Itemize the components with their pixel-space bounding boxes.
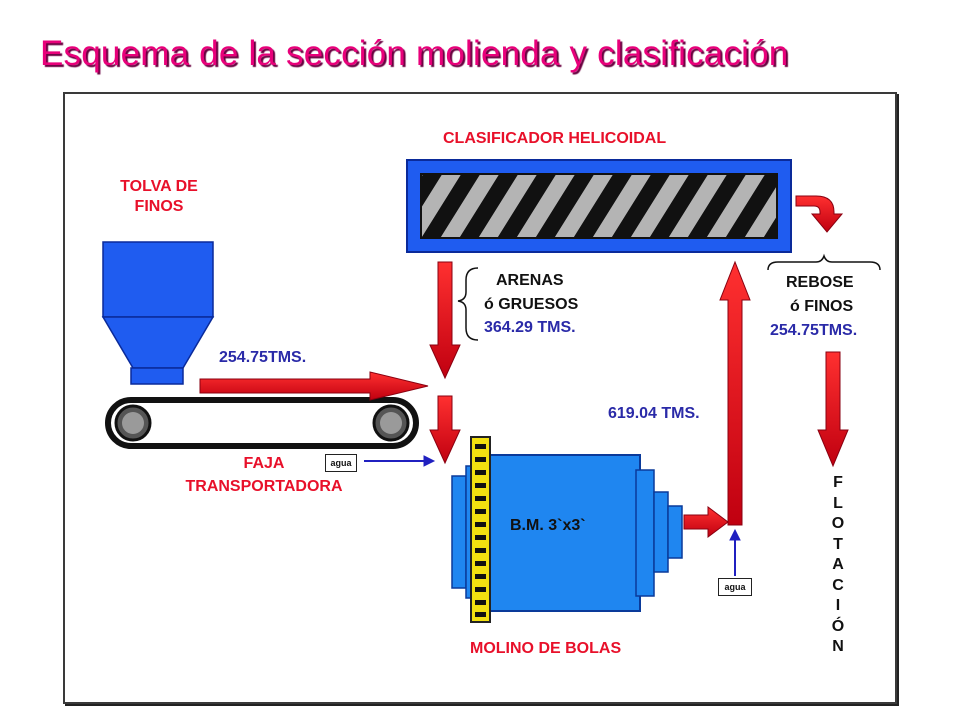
- overflow-arrow-down: [817, 351, 849, 468]
- mill-discharge-arrow: [683, 506, 729, 538]
- flotation-letter: A: [832, 556, 844, 573]
- helical-classifier: [406, 159, 792, 253]
- mill-name-label: B.M. 3`x3`: [510, 517, 586, 534]
- ball-mill: [451, 436, 683, 623]
- hopper: [101, 241, 215, 385]
- sands-flow-label: 364.29 TMS.: [484, 319, 576, 336]
- flotation-letter: L: [833, 494, 843, 512]
- overflow-curved-arrow: [795, 195, 844, 233]
- overflow-brace: [767, 253, 881, 271]
- flow-arrows: [199, 195, 849, 538]
- flotation-letter: F: [833, 474, 843, 491]
- flotation-letter: I: [835, 597, 841, 614]
- diagram-frame: [63, 92, 897, 704]
- sands-arrow-lower: [429, 395, 461, 465]
- flotation-label: F L O T A C I Ó N: [826, 473, 850, 658]
- conveyor-label-line2: TRANSPORTADORA: [185, 478, 343, 495]
- flotation-letter: Ó: [831, 617, 845, 635]
- sands-label-line2: ó GRUESOS: [484, 296, 579, 313]
- hopper-label: TOLVA DE FINOS: [104, 177, 214, 217]
- conveyor-belt: [105, 397, 419, 449]
- flotation-letter: O: [831, 515, 845, 532]
- ball-mill-label: MOLINO DE BOLAS: [470, 640, 622, 657]
- return-arrow-up: [719, 260, 751, 526]
- page-title: Esquema de la sección molienda y clasifi…: [40, 34, 789, 73]
- flotation-letter: N: [832, 638, 844, 655]
- hopper-label-line2: FINOS: [134, 198, 184, 215]
- flotation-letter: T: [833, 535, 843, 553]
- conveyor-label-line1: FAJA: [243, 455, 285, 472]
- feed-arrow: [199, 371, 429, 401]
- sands-label-line1: ARENAS: [496, 272, 564, 289]
- classifier-label: CLASIFICADOR HELICOIDAL: [443, 130, 667, 147]
- feed-flow-label: 254.75TMS.: [219, 349, 307, 366]
- conveyor-label: FAJA TRANSPORTADORA: [150, 452, 378, 498]
- water-box-conveyor: agua: [325, 454, 357, 472]
- overflow-label-line2: ó FINOS: [790, 298, 854, 315]
- overflow-flow-label: 254.75TMS.: [770, 322, 858, 339]
- water-arrows: [364, 455, 741, 576]
- overflow-label-line1: REBOSE: [786, 274, 854, 291]
- sands-arrow-upper: [429, 261, 461, 380]
- flotation-letter: C: [832, 576, 844, 594]
- mill-discharge-flow-label: 619.04 TMS.: [608, 405, 700, 422]
- hopper-label-line1: TOLVA DE: [120, 178, 198, 195]
- sands-brace: [457, 267, 479, 341]
- water-box-mill: agua: [718, 578, 752, 596]
